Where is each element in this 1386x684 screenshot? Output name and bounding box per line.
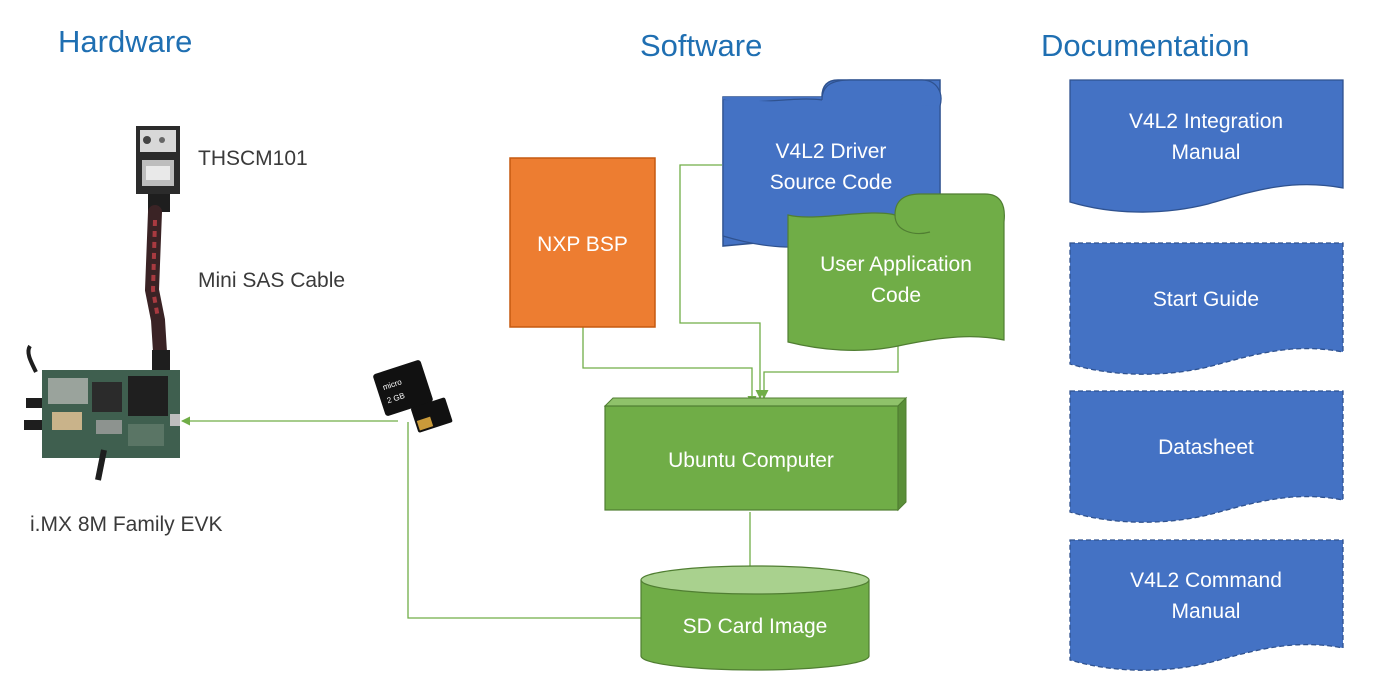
- connector-image-to-card: [407, 422, 641, 619]
- ubuntu-computer-label: Ubuntu Computer: [668, 449, 834, 472]
- driver-label-line2: Source Code: [770, 171, 893, 194]
- evk-board: [24, 344, 180, 481]
- datasheet-label: Datasheet: [1158, 436, 1254, 459]
- connector-driver-to-computer: [679, 164, 765, 399]
- ubuntu-computer-box: [603, 396, 908, 512]
- cable-label: Mini SAS Cable: [198, 269, 345, 292]
- integration-manual-line1: V4L2 Integration: [1129, 110, 1283, 133]
- nxp-bsp-label: NXP BSP: [537, 233, 628, 256]
- integration-manual-line2: Manual: [1172, 141, 1241, 164]
- user-app-scroll: [787, 193, 1005, 351]
- doc-datasheet: [1069, 390, 1344, 523]
- command-manual-line2: Manual: [1172, 600, 1241, 623]
- connector-bsp-to-computer: [582, 327, 757, 405]
- sd-card-image-cylinder: [640, 565, 870, 671]
- hardware-heading: Hardware: [58, 24, 192, 59]
- nxp-bsp-box: [509, 157, 656, 328]
- sd-card-icon: micro 2 GB: [373, 360, 453, 433]
- driver-label-line1: V4L2 Driver: [776, 140, 887, 163]
- start-guide-label: Start Guide: [1153, 288, 1259, 311]
- software-heading: Software: [640, 28, 762, 63]
- mini-sas-cable: [144, 194, 170, 372]
- doc-start-guide: [1069, 242, 1344, 375]
- camera-module: [136, 126, 180, 194]
- camera-label: THSCM101: [198, 147, 308, 170]
- sd-card-image-label: SD Card Image: [683, 615, 828, 638]
- user-app-label-line1: User Application: [820, 253, 972, 276]
- user-app-label-line2: Code: [871, 284, 921, 307]
- board-label: i.MX 8M Family EVK: [30, 513, 223, 536]
- doc-command-manual: [1069, 539, 1344, 671]
- driver-source-scroll: [722, 79, 942, 248]
- connector-app-to-computer: [759, 340, 899, 399]
- documentation-heading: Documentation: [1041, 28, 1250, 63]
- doc-integration-manual: [1069, 79, 1344, 213]
- command-manual-line1: V4L2 Command: [1130, 569, 1282, 592]
